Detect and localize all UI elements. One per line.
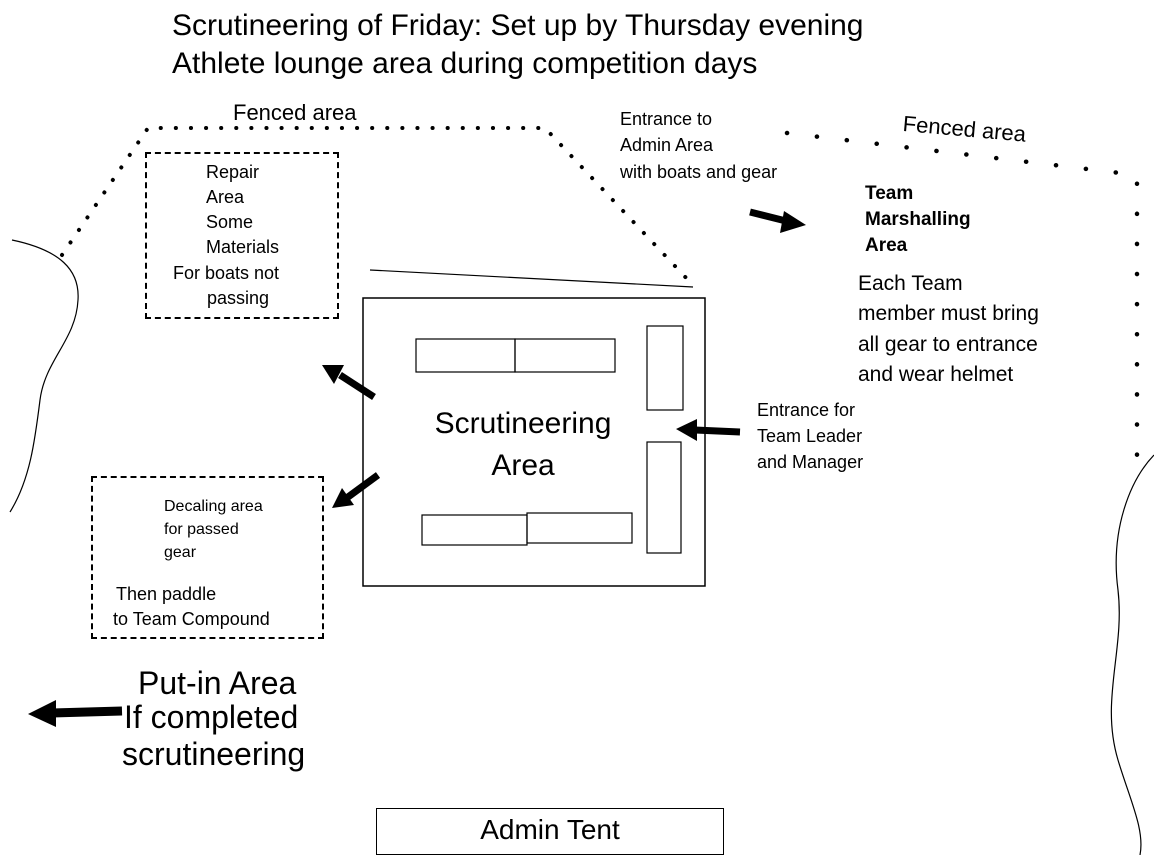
decaling-line-2: for passed <box>164 521 239 538</box>
table <box>646 441 682 554</box>
repair-line-1: Repair <box>206 162 260 182</box>
decaling-line-3: gear <box>164 544 197 561</box>
scrutineering-label-1: Scrutineering <box>434 407 612 440</box>
marshalling-note-3: all gear to entrance <box>858 333 1038 356</box>
leader-entrance-line-3: and Manager <box>757 452 864 472</box>
leader-entrance-line-1: Entrance for <box>757 400 856 420</box>
repair-line-3: Some <box>206 212 254 232</box>
repair-line-5: For boats not <box>173 263 280 283</box>
repair-line-2: Area <box>206 187 245 207</box>
left-shoreline <box>9 239 79 513</box>
put-in-line-1: Put-in Area <box>138 665 297 701</box>
decaling-area-box <box>91 476 324 639</box>
table <box>421 514 528 546</box>
scrutineering-label-2: Area <box>491 449 555 482</box>
marshalling-note-4: and wear helmet <box>858 363 1014 386</box>
arrow-to-decaling <box>332 472 381 508</box>
left-fence-label: Fenced area <box>233 100 357 125</box>
arrow-to-repair <box>322 365 376 400</box>
decaling-then-2: to Team Compound <box>113 609 270 629</box>
leader-entrance-line-2: Team Leader <box>757 426 863 446</box>
left-fence <box>60 126 692 284</box>
put-in-line-3: scrutineering <box>122 736 306 772</box>
scrutineering-area-box <box>362 297 706 587</box>
admin-tent-label: Admin Tent <box>480 814 620 845</box>
repair-line-4: Materials <box>206 237 280 257</box>
table <box>646 325 684 411</box>
arrow-leader-entrance <box>676 419 741 441</box>
table <box>415 338 516 373</box>
admin-entrance-line-3: with boats and gear <box>620 162 778 182</box>
repair-area-box <box>145 152 339 319</box>
decaling-line-1: Decaling area <box>164 498 263 515</box>
admin-entrance-line-1: Entrance to <box>620 109 713 129</box>
title-line-2: Athlete lounge area during competition d… <box>172 47 758 80</box>
arrow-to-marshalling <box>749 208 806 233</box>
admin-entrance-line-2: Admin Area <box>620 135 714 155</box>
marshalling-title-3: Area <box>865 235 908 256</box>
marshalling-title-1: Team <box>865 183 914 204</box>
put-in-line-2: If completed <box>124 699 299 735</box>
decaling-then-1: Then paddle <box>116 584 217 604</box>
connector-line <box>369 269 694 288</box>
right-shoreline <box>1110 454 1154 855</box>
marshalling-note-2: member must bring <box>858 302 1039 325</box>
table <box>514 338 616 373</box>
repair-line-6: passing <box>207 288 270 308</box>
table <box>526 512 633 544</box>
arrow-to-put-in <box>28 700 123 727</box>
title-line-1: Scrutineering of Friday: Set up by Thurs… <box>172 9 864 42</box>
marshalling-note-1: Each Team <box>858 272 963 295</box>
marshalling-title-2: Marshalling <box>865 209 971 230</box>
